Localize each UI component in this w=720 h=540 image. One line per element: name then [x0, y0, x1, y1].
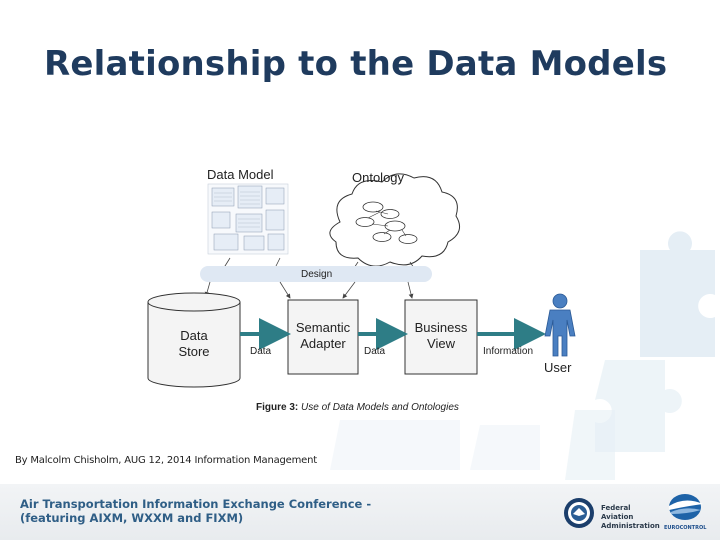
conference-title: Air Transportation Information Exchange … [20, 497, 372, 511]
byline: By Malcolm Chisholm, AUG 12, 2014 Inform… [15, 455, 317, 466]
ontology-label: Ontology [352, 170, 405, 185]
footer-bar [0, 484, 720, 540]
slide-title: Relationship to the Data Models [44, 44, 668, 84]
eurocontrol-label: EUROCONTROL [664, 525, 707, 531]
design-bar [200, 266, 432, 282]
data-store-label: Data Store [178, 328, 210, 359]
caption-prefix: Figure 3: [256, 402, 299, 413]
edge-label-data-1: Data [250, 346, 272, 357]
caption-text: Use of Data Models and Ontologies [301, 402, 459, 413]
eurocontrol-logo-icon [669, 494, 703, 520]
business-view-box [404, 299, 478, 375]
edge-label-information: Information [483, 346, 534, 357]
faa-label-text: Federal Aviation Administration [601, 504, 660, 530]
ontology-cloud [329, 173, 461, 267]
semantic-adapter-label: Semantic Adapter [295, 320, 351, 351]
user-icon [544, 293, 576, 357]
business-view-label: Business View [414, 320, 468, 351]
semantic-adapter-box [287, 299, 359, 375]
faa-seal-icon [564, 498, 594, 528]
edge-label-data-2: Data [364, 346, 386, 357]
diagram: Data Model Ontology Design Data Store Se… [140, 162, 580, 424]
conference-subtitle: (featuring AIXM, WXXM and FIXM) [20, 511, 244, 525]
diagram-graphic [147, 173, 576, 388]
data-model-thumbnail [207, 183, 289, 255]
figure-caption: Figure 3: Use of Data Models and Ontolog… [256, 402, 459, 413]
data-store-cylinder [147, 292, 241, 388]
design-label: Design [301, 269, 333, 280]
data-model-label: Data Model [207, 167, 274, 182]
user-label: User [544, 360, 572, 375]
faa-label: Federal Aviation Administration [601, 504, 661, 531]
